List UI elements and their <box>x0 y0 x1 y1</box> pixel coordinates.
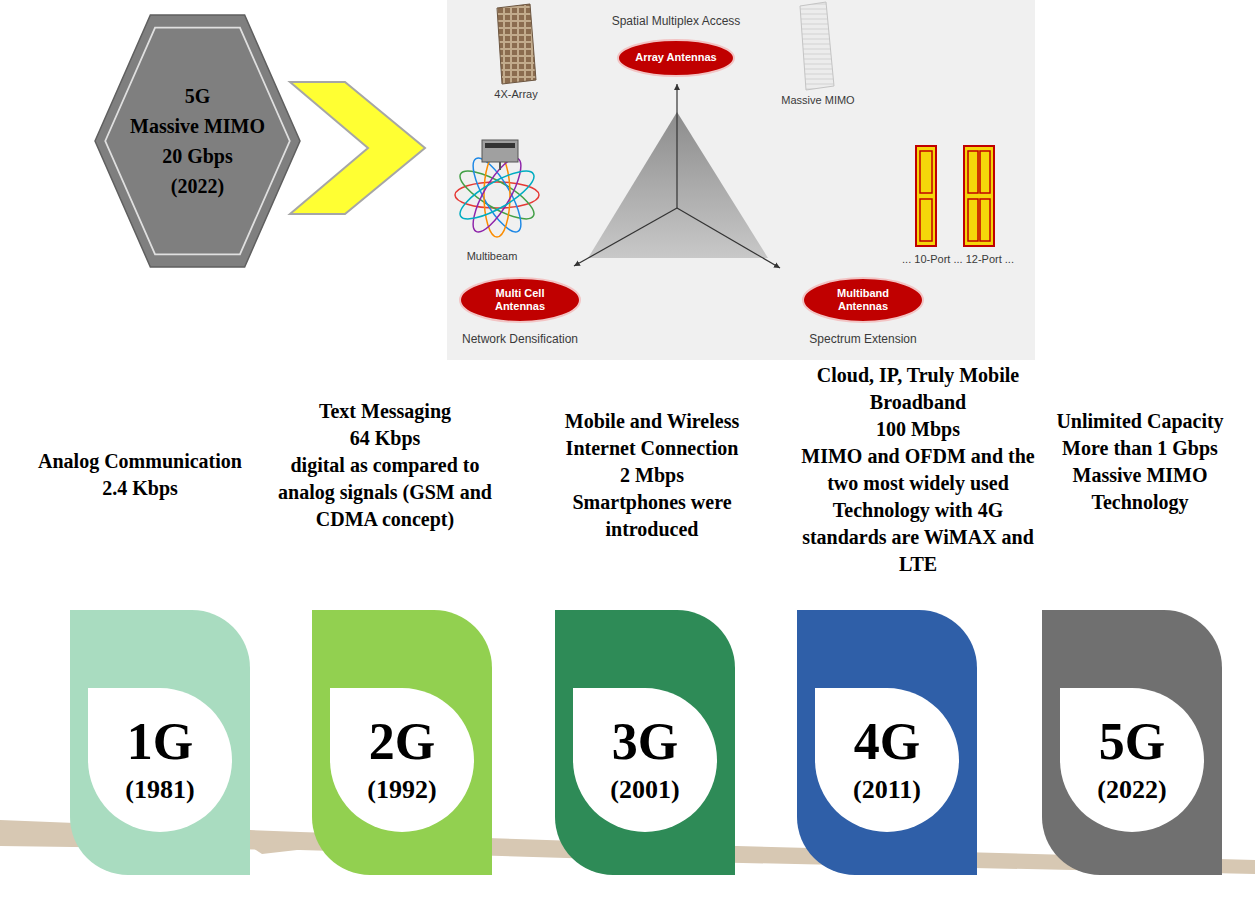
figure-label: Network Densification <box>462 332 578 346</box>
caption-text: 100 Mbps <box>794 416 1042 443</box>
figure-label: ... 10-Port ... 12-Port ... <box>902 253 1014 266</box>
massive-mimo-image <box>800 2 834 90</box>
generation-text: 5G <box>1099 716 1165 768</box>
badge-text: 20 Gbps <box>130 141 265 171</box>
generation-text: (1992) <box>367 776 436 805</box>
caption-text: 2 Mbps <box>533 462 771 489</box>
badge-text: 5G <box>130 81 265 111</box>
axis-lines <box>574 84 780 268</box>
figure-label: Spectrum Extension <box>809 332 916 346</box>
caption-text: Massive MIMO Technology <box>1034 462 1246 516</box>
antenna-type-ellipse: Multi Cell Antennas <box>459 277 581 323</box>
ellipse-label: Multi Cell Antennas <box>482 287 558 313</box>
generation-leaf: 2G (1992) <box>312 610 492 875</box>
antenna-type-ellipse: Array Antennas <box>617 39 735 77</box>
chevron-arrow <box>290 82 425 214</box>
generation-text: (2001) <box>610 776 679 805</box>
generation-text: 2G <box>369 716 435 768</box>
caption-text: 64 Kbps <box>274 425 496 452</box>
triangle <box>588 112 768 258</box>
caption-text: digital as compared to analog signals (G… <box>274 452 496 533</box>
generation-leaf: 5G (2022) <box>1042 610 1222 875</box>
badge-text: (2022) <box>130 171 265 201</box>
generation-badge: 5GMassive MIMO20 Gbps(2022) <box>95 15 300 267</box>
caption-text: Text Messaging <box>274 398 496 425</box>
figure-panel <box>447 0 1035 360</box>
caption-text: Cloud, IP, Truly Mobile Broadband <box>794 362 1042 416</box>
generation-text: 4G <box>854 716 920 768</box>
array-antenna-image <box>497 4 536 84</box>
caption-text: Unlimited Capacity <box>1034 408 1246 435</box>
port-antenna-image <box>916 146 994 246</box>
figure-label: 4X-Array <box>494 88 537 101</box>
generation-leaf: 4G (2011) <box>797 610 977 875</box>
hex-outline <box>95 15 300 267</box>
figure-label: Spatial Multiplex Access <box>612 14 741 28</box>
generation-text: (2022) <box>1097 776 1166 805</box>
caption-text: 2.4 Kbps <box>9 475 271 502</box>
badge-text: Massive MIMO <box>130 111 265 141</box>
caption-text: More than 1 Gbps <box>1034 435 1246 462</box>
caption-text: Smartphones were introduced <box>533 489 771 543</box>
figure-label: Massive MIMO <box>781 94 854 107</box>
generation-leaf: 3G (2001) <box>555 610 735 875</box>
caption-text: Analog Communication <box>9 448 271 475</box>
generation-leaf: 1G (1981) <box>70 610 250 875</box>
generation-text: 1G <box>127 716 193 768</box>
ellipse-label: Multiband Antennas <box>825 287 901 313</box>
generation-text: (1981) <box>125 776 194 805</box>
generation-text: (2011) <box>853 776 921 805</box>
caption-text: Mobile and Wireless Internet Connection <box>533 408 771 462</box>
ellipse-label: Array Antennas <box>635 51 717 64</box>
antenna-type-ellipse: Multiband Antennas <box>802 277 924 323</box>
multibeam-image <box>454 140 540 238</box>
figure-label: Multibeam <box>467 250 518 263</box>
caption-text: MIMO and OFDM and the two most widely us… <box>794 443 1042 578</box>
generation-text: 3G <box>612 716 678 768</box>
